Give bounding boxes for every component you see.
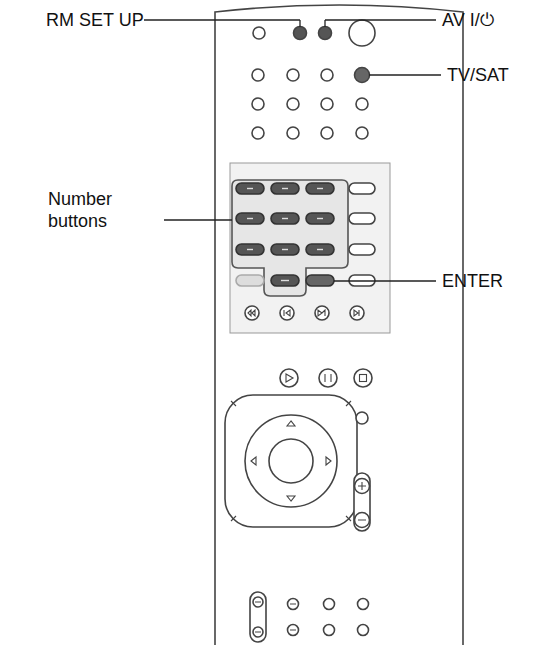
leader-line <box>144 20 441 281</box>
button-label: RM SET UP <box>46 9 144 31</box>
button-label: ENTER <box>442 270 503 292</box>
button-label: AV I/⏻ <box>442 9 494 31</box>
button-label: TV/SAT <box>447 64 509 86</box>
button-group-label: Number buttons <box>48 188 158 232</box>
